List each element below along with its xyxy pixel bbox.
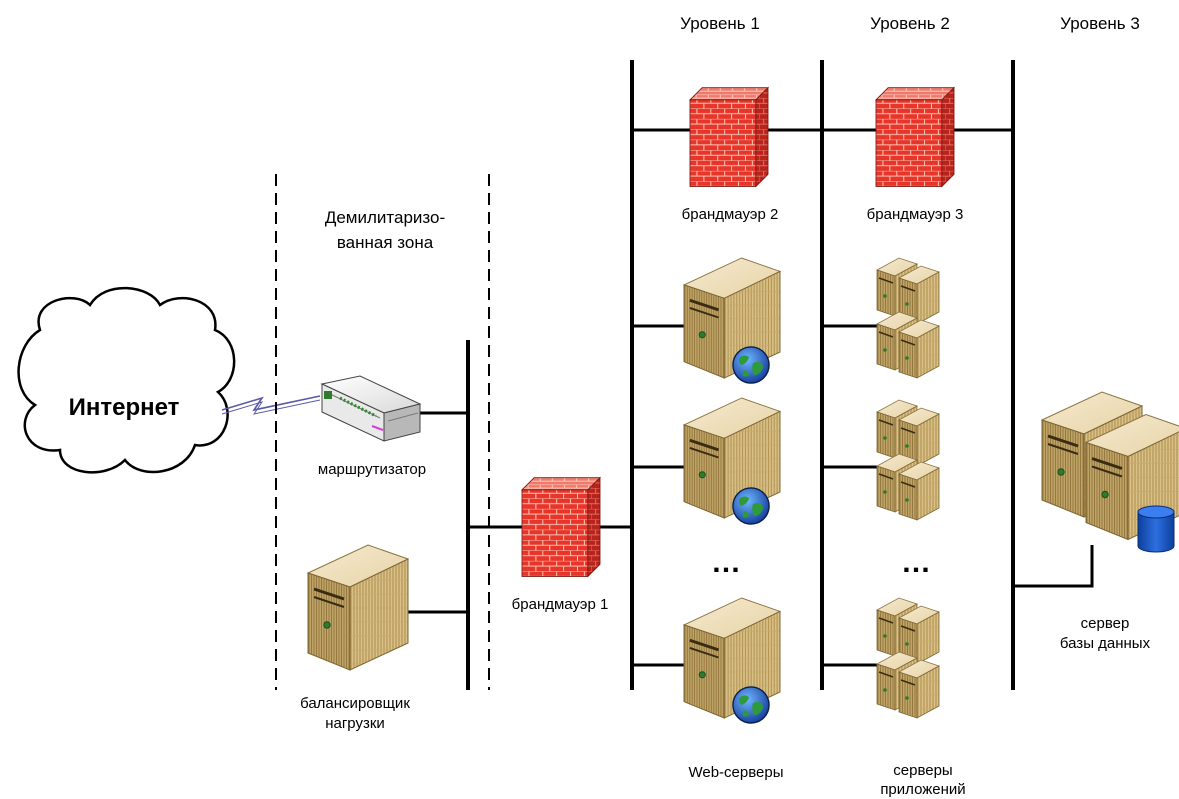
database-cylinder-icon [1137,505,1175,553]
router-icon [320,375,422,442]
router-label: маршрутизатор [317,461,427,478]
web-servers-label: Web-серверы [688,764,784,781]
app-servers-label-line1: серверы [893,762,953,779]
app-server-cluster-1-icon [877,258,939,378]
web-server-2-icon [682,396,782,525]
firewall-2-label: брандмауэр 2 [681,206,779,223]
load-balancer-icon [306,543,410,672]
network-links [408,128,1094,667]
dmz-label-line2: ванная зона [336,233,434,252]
internet-cloud [17,286,236,474]
app-servers-ellipsis: … [901,546,931,579]
firewall-1-icon [521,477,601,577]
tier-2-label: Уровень 2 [870,14,950,33]
firewall-3-icon [875,87,955,187]
app-server-cluster-2-icon [877,400,939,520]
load-balancer-label-line2: нагрузки [325,715,385,732]
firewall-2-icon [689,87,769,187]
database-server-icon [1040,390,1179,553]
web-servers-ellipsis: … [711,546,741,579]
app-servers-label-line2: приложений [880,781,966,798]
tier-3-label: Уровень 3 [1060,14,1140,33]
db-server-label-line1: сервер [1080,615,1130,632]
load-balancer-label-line1: балансировщик [300,695,410,712]
internet-label: Интернет [68,394,180,421]
firewall-1-label: брандмауэр 1 [511,596,609,613]
app-server-cluster-3-icon [877,598,939,718]
web-server-3-icon [682,596,782,724]
tier-1-label: Уровень 1 [680,14,760,33]
firewall-3-label: брандмауэр 3 [866,206,964,223]
dmz-label-line1: Демилитаризо- [324,208,446,227]
wan-link [221,395,321,415]
db-server-label-line2: базы данных [1059,635,1151,652]
web-server-1-icon [682,256,782,384]
